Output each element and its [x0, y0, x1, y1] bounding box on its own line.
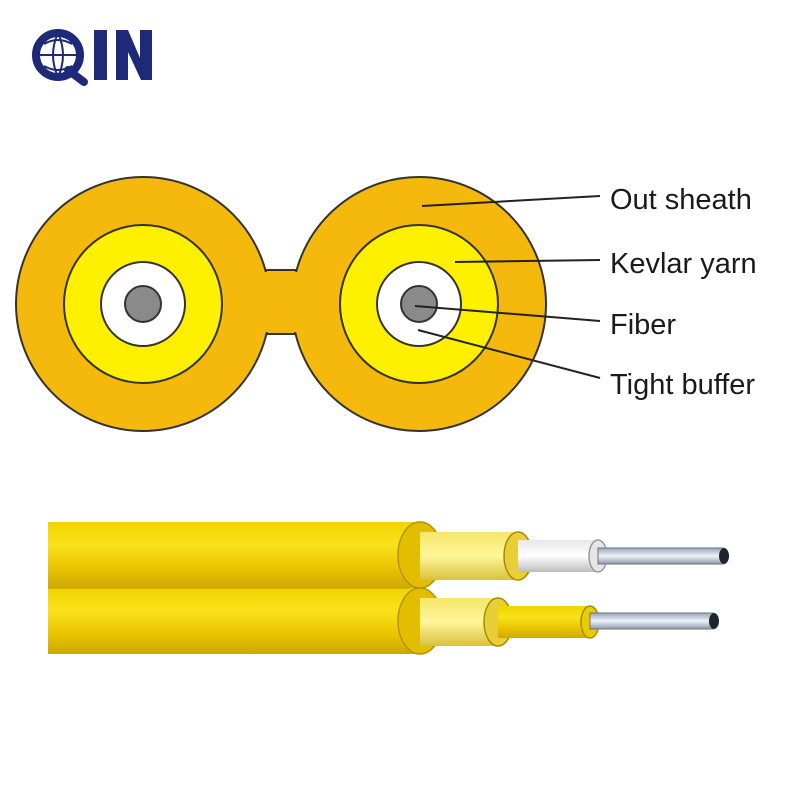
lower-jacket — [48, 588, 444, 654]
upper-jacket — [48, 522, 444, 588]
fiber-right — [400, 285, 438, 323]
leader-tight-buffer — [417, 329, 601, 379]
leader-fiber — [414, 305, 601, 322]
cross-section — [15, 176, 601, 432]
label-kevlar-yarn: Kevlar yarn — [610, 248, 757, 280]
label-out-sheath: Out sheath — [610, 184, 752, 216]
fiber-left — [124, 285, 162, 323]
web-fill — [257, 272, 313, 332]
stripped-cable-illustration — [48, 521, 729, 655]
label-fiber: Fiber — [610, 309, 677, 341]
leader-kevlar-yarn — [454, 259, 601, 263]
lower-fiber — [589, 612, 719, 630]
lower-buffer — [498, 606, 600, 638]
leader-out-sheath — [421, 195, 601, 207]
upper-buffer — [518, 540, 608, 572]
label-tight-buffer: Tight buffer — [610, 369, 756, 401]
upper-fiber — [597, 547, 729, 565]
qin-logo — [32, 29, 152, 86]
